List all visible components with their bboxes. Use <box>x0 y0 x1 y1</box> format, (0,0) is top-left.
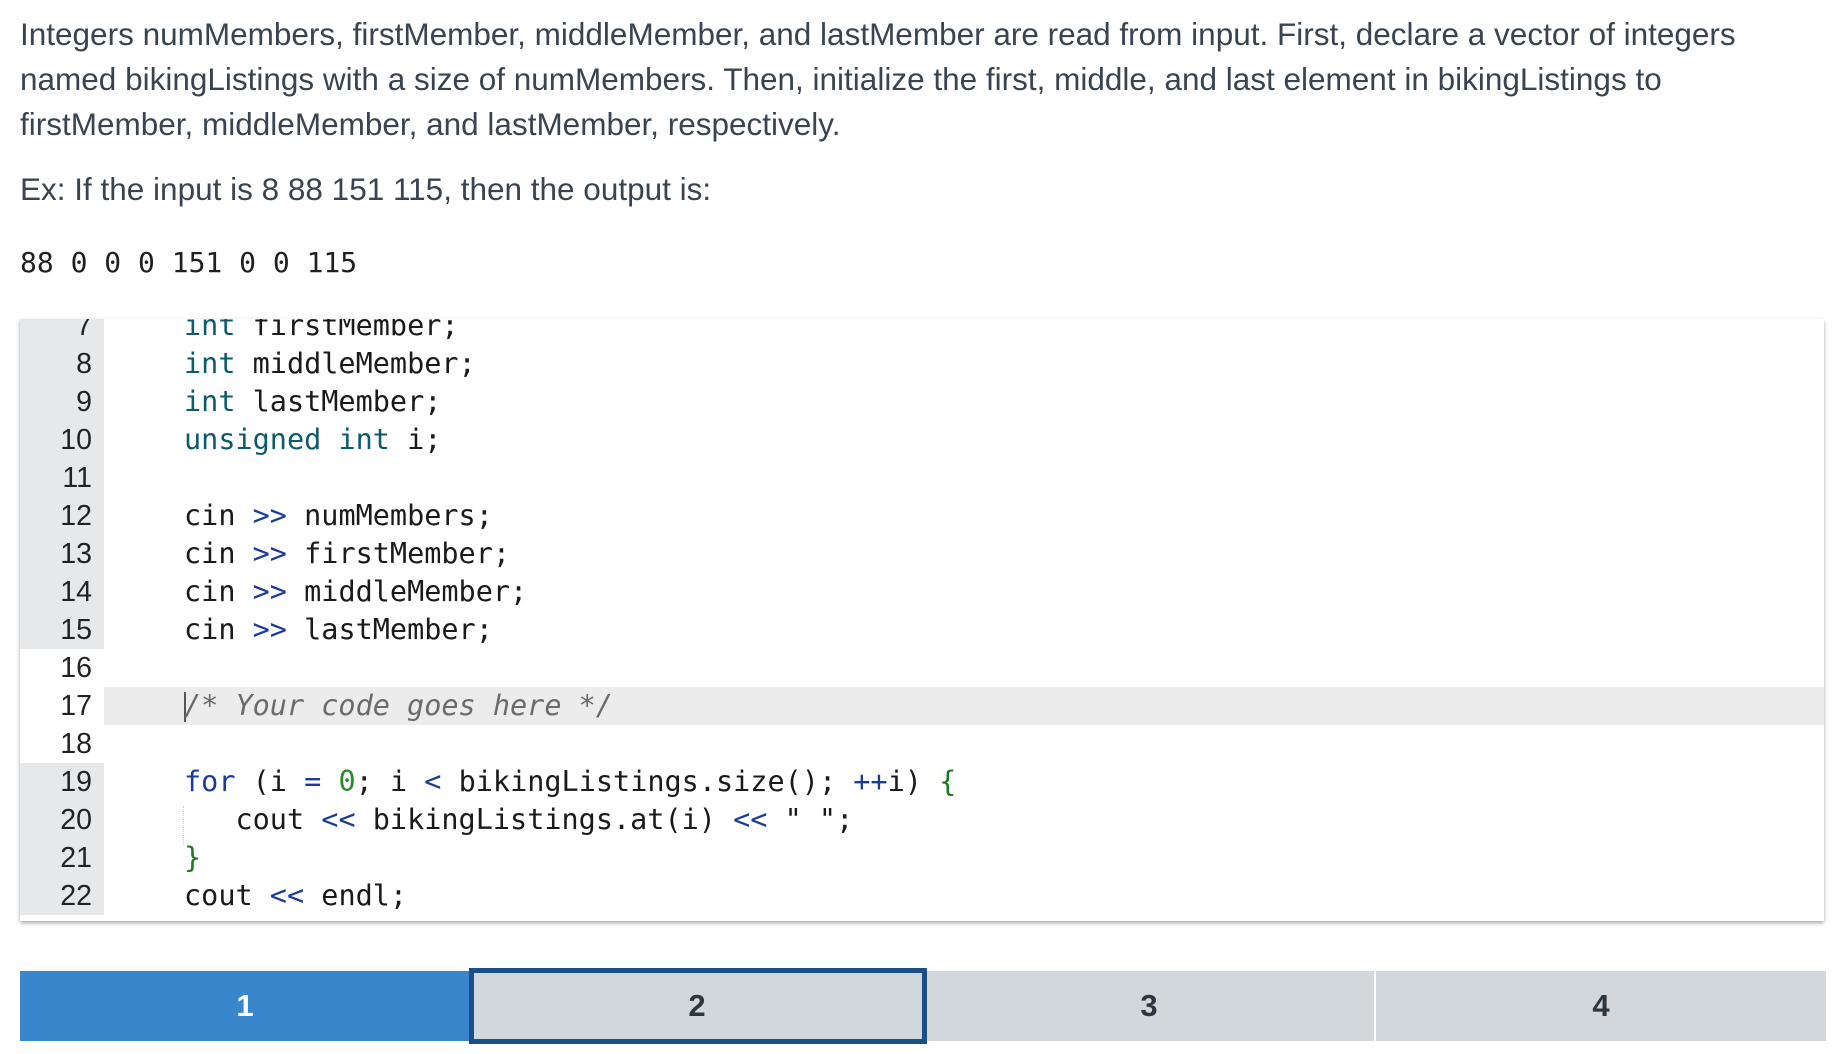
code-line[interactable]: int firstMember; <box>184 319 459 342</box>
line-number: 21 <box>20 839 104 877</box>
line-number: 16 <box>60 652 92 684</box>
code-line[interactable]: } <box>184 841 202 874</box>
code-line[interactable]: int lastMember; <box>184 385 442 418</box>
code-line[interactable]: cin >> lastMember; <box>184 613 493 646</box>
line-number: 17 <box>60 690 92 722</box>
code-line[interactable]: int middleMember; <box>184 347 476 380</box>
code-editor[interactable]: 7 8 9 10 11 12 13 14 15 16 17 18 19 20 2… <box>20 319 1824 921</box>
line-number: 11 <box>20 459 104 497</box>
step-2-button[interactable]: 2 <box>469 968 927 1044</box>
line-number: 19 <box>20 763 104 801</box>
line-number: 10 <box>20 421 104 459</box>
code-line[interactable] <box>104 725 1824 763</box>
code-line-active[interactable]: /* Your code goes here */ <box>104 687 1824 725</box>
code-line[interactable]: cout << endl; <box>184 879 408 912</box>
line-number: 14 <box>20 573 104 611</box>
code-line[interactable]: unsigned int i; <box>184 423 442 456</box>
line-number: 15 <box>20 611 104 649</box>
line-number: 13 <box>20 535 104 573</box>
line-number: 20 <box>20 801 104 839</box>
step-3-button[interactable]: 3 <box>924 971 1376 1041</box>
progress-steps: 1 2 3 4 <box>20 968 1826 1044</box>
line-number: 22 <box>20 877 104 915</box>
indent-guide <box>183 806 184 844</box>
expected-output: 88 0 0 0 151 0 0 115 <box>20 246 358 279</box>
line-number: 8 <box>20 345 104 383</box>
step-4-button[interactable]: 4 <box>1376 971 1826 1041</box>
line-number-gutter: 7 8 9 10 11 12 13 14 15 16 17 18 19 20 2… <box>20 319 104 921</box>
code-line[interactable]: for (i = 0; i < bikingListings.size(); +… <box>184 765 957 798</box>
line-number: 9 <box>20 383 104 421</box>
code-line[interactable] <box>104 459 1824 497</box>
line-number: 18 <box>60 728 92 760</box>
code-line[interactable]: cin >> middleMember; <box>184 575 528 608</box>
line-number: 7 <box>20 319 104 345</box>
step-1-button[interactable]: 1 <box>20 971 472 1041</box>
line-number: 12 <box>20 497 104 535</box>
code-line[interactable]: cin >> numMembers; <box>184 499 493 532</box>
code-line[interactable] <box>104 649 1824 687</box>
code-line[interactable]: cout << bikingListings.at(i) << " "; <box>184 803 854 836</box>
code-line[interactable]: cin >> firstMember; <box>184 537 511 570</box>
example-intro: Ex: If the input is 8 88 151 115, then t… <box>20 171 712 207</box>
problem-statement: Integers numMembers, firstMember, middle… <box>20 12 1810 212</box>
problem-description: Integers numMembers, firstMember, middle… <box>20 16 1736 142</box>
